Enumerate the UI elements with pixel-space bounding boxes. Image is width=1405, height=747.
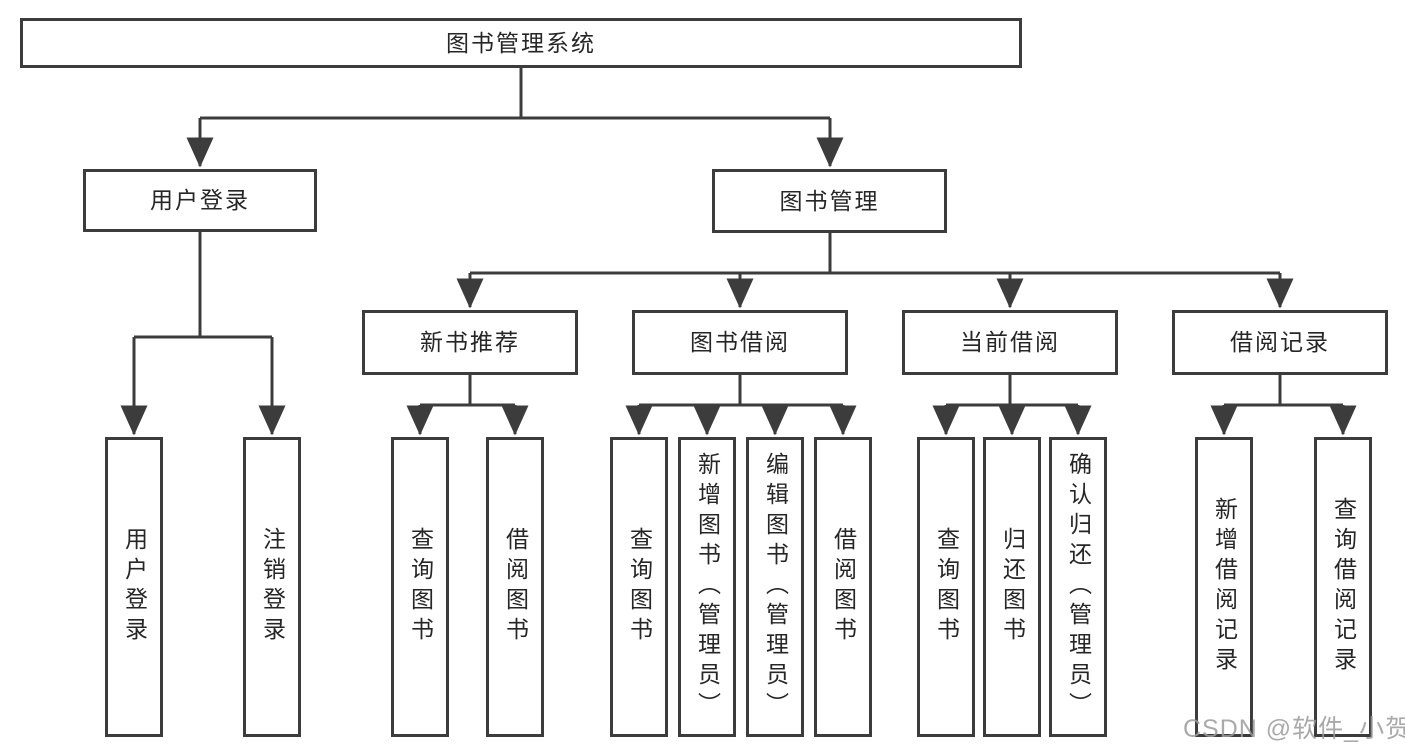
- leaf-bb-borrow-book: 借阅图书: [814, 437, 872, 737]
- leaf-cb-confirm-return-admin: 确认归还（管理员）: [1049, 437, 1107, 737]
- node-new-book-recommend: 新书推荐: [362, 310, 578, 375]
- node-book-borrow: 图书借阅: [632, 310, 848, 375]
- node-book-management: 图书管理: [712, 169, 947, 233]
- leaf-bb-query-book: 查询图书: [610, 437, 668, 737]
- csdn-watermark: CSDN @软件_小贺同学: [1183, 715, 1405, 743]
- leaf-cb-query-book: 查询图书: [917, 437, 975, 737]
- leaf-br-add-record: 新增借阅记录: [1195, 437, 1253, 737]
- leaf-logout: 注销登录: [243, 437, 301, 737]
- leaf-cb-return-book: 归还图书: [983, 437, 1041, 737]
- node-root-system: 图书管理系统: [20, 18, 1022, 68]
- node-borrow-records: 借阅记录: [1172, 310, 1388, 375]
- leaf-bb-edit-book-admin: 编辑图书（管理员）: [746, 437, 804, 737]
- leaf-bb-add-book-admin: 新增图书（管理员）: [678, 437, 736, 737]
- node-current-borrow: 当前借阅: [902, 310, 1118, 375]
- node-user-login: 用户登录: [83, 169, 317, 232]
- leaf-nb-borrow-book: 借阅图书: [486, 437, 544, 737]
- leaf-nb-query-book: 查询图书: [391, 437, 449, 737]
- leaf-user-login: 用户登录: [105, 437, 163, 737]
- leaf-br-query-record: 查询借阅记录: [1314, 437, 1372, 737]
